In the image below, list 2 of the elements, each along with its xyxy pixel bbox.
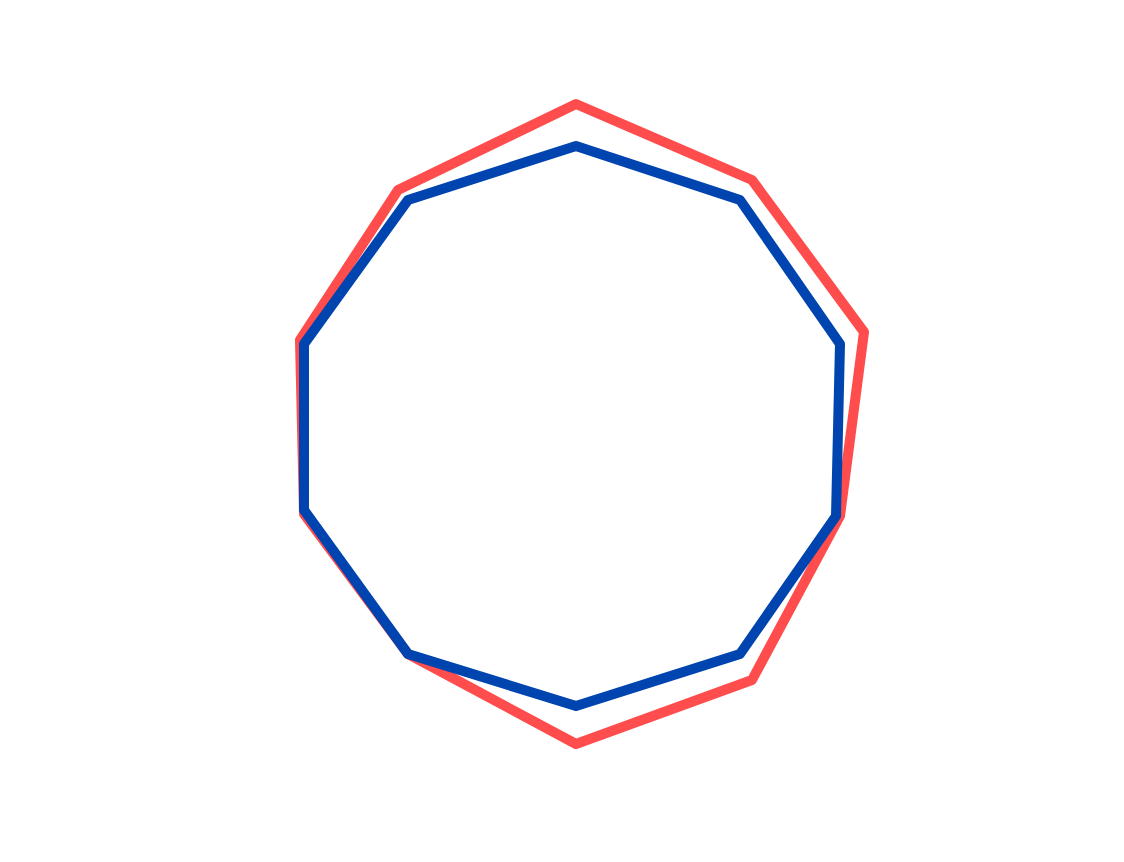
decagon-outline — [295, 99, 869, 749]
decagon-outline — [299, 141, 845, 711]
